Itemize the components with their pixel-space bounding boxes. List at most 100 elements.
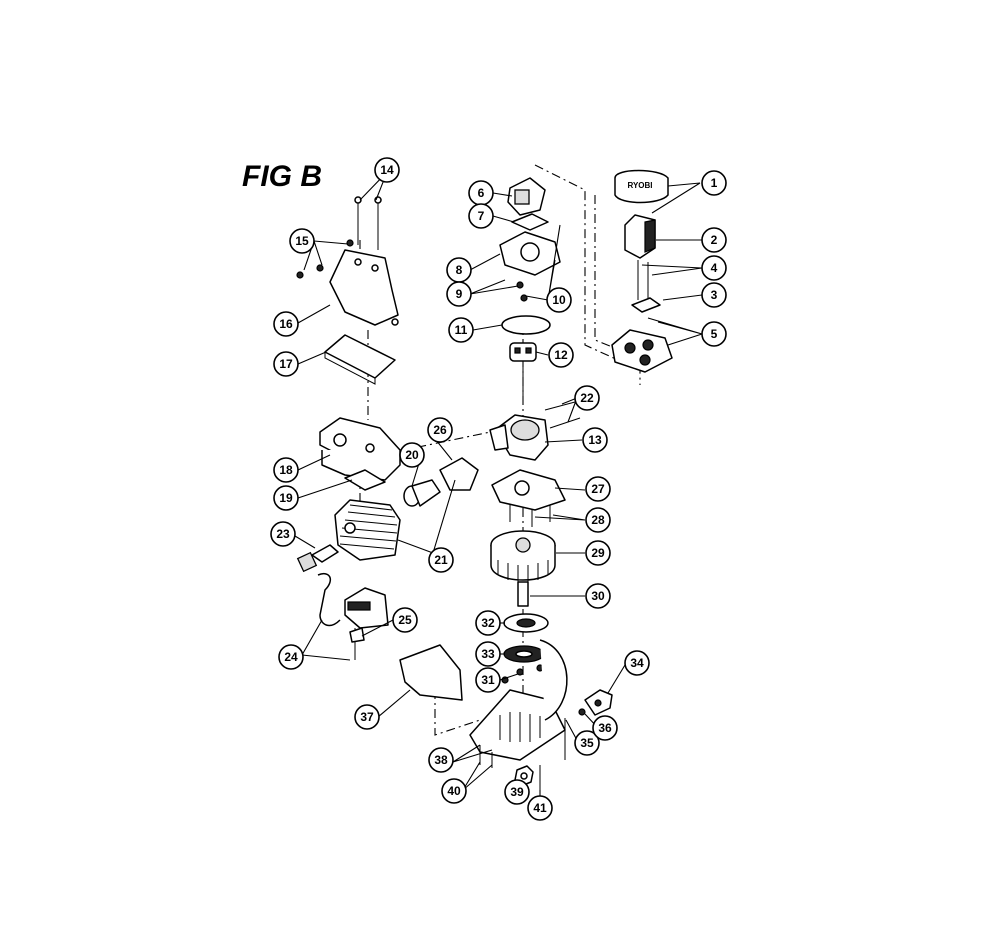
callout-24: 24 (278, 644, 304, 670)
part-18-muffler (319, 417, 401, 481)
callout-6: 6 (468, 180, 494, 206)
callout-33: 33 (475, 641, 501, 667)
callout-17: 17 (273, 351, 299, 377)
callout-22: 22 (574, 385, 600, 411)
callout-27: 27 (585, 476, 611, 502)
part-13-crankcase (489, 414, 549, 461)
svg-text:36: 36 (598, 721, 612, 735)
svg-text:20: 20 (405, 448, 419, 462)
callout-34: 34 (624, 650, 650, 676)
part-30-shaft (517, 581, 529, 607)
callout-1: 1 (701, 170, 727, 196)
svg-text:17: 17 (279, 357, 293, 371)
svg-text:19: 19 (279, 491, 293, 505)
callout-36: 36 (592, 715, 618, 741)
callout-15: 15 (289, 228, 315, 254)
svg-text:11: 11 (455, 323, 468, 337)
callout-30: 30 (585, 583, 611, 609)
callout-29: 29 (585, 540, 611, 566)
callout-28: 28 (585, 507, 611, 533)
svg-text:32: 32 (481, 616, 495, 630)
svg-text:25: 25 (398, 613, 412, 627)
part-6-carburetor (507, 177, 546, 216)
callout-40: 40 (441, 778, 467, 804)
part-14-screws (354, 196, 382, 250)
svg-text:1: 1 (711, 176, 718, 190)
svg-text:37: 37 (360, 710, 374, 724)
svg-text:40: 40 (447, 784, 461, 798)
part-17-bracket (324, 334, 396, 385)
svg-text:18: 18 (279, 463, 293, 477)
svg-text:15: 15 (295, 234, 309, 248)
svg-text:34: 34 (630, 656, 644, 670)
svg-text:24: 24 (284, 650, 298, 664)
part-24-ignition-coil (317, 573, 389, 660)
callout-21: 21 (428, 547, 454, 573)
callout-38: 38 (428, 747, 454, 773)
svg-text:41: 41 (533, 801, 547, 815)
svg-text:33: 33 (481, 647, 495, 661)
part-21-cylinder (334, 499, 401, 561)
figure-title: FIG B (242, 160, 322, 193)
svg-text:38: 38 (434, 753, 448, 767)
callout-10: 10 (546, 287, 572, 313)
callout-11: 11 (448, 317, 474, 343)
svg-text:35: 35 (580, 736, 594, 750)
callout-9: 9 (446, 281, 472, 307)
svg-text:3: 3 (711, 288, 718, 302)
part-12-piston (509, 342, 537, 405)
callout-23: 23 (270, 521, 296, 547)
callout-20: 20 (399, 442, 425, 468)
callout-16: 16 (273, 311, 299, 337)
svg-text:31: 31 (481, 673, 495, 687)
callout-13: 13 (582, 427, 608, 453)
part-34-plate (584, 689, 613, 716)
svg-text:28: 28 (591, 513, 605, 527)
callout-12: 12 (548, 342, 574, 368)
callout-4: 4 (701, 255, 727, 281)
svg-text:26: 26 (433, 423, 447, 437)
svg-text:30: 30 (591, 589, 605, 603)
part-37-guard (399, 644, 463, 701)
leader-lines (294, 171, 703, 806)
callout-37: 37 (354, 704, 380, 730)
callout-7: 7 (468, 203, 494, 229)
part-28-screws (509, 505, 551, 527)
callout-31: 31 (475, 667, 501, 693)
part-22-screws (544, 401, 581, 429)
svg-text:29: 29 (591, 546, 605, 560)
part-11-o-ring (501, 315, 551, 335)
part-33-bearing (503, 645, 545, 663)
callout-18: 18 (273, 457, 299, 483)
part-2-filter-element (624, 214, 656, 259)
svg-text:22: 22 (580, 391, 594, 405)
part-36-nut (578, 708, 586, 716)
cover-brand-mark: RYOBI (627, 181, 652, 190)
callout-19: 19 (273, 485, 299, 511)
part-10-crankcase-cover (499, 231, 561, 302)
callout-25: 25 (392, 607, 418, 633)
part-23-spark-plug (296, 544, 339, 573)
callout-8: 8 (446, 257, 472, 283)
svg-text:5: 5 (711, 327, 718, 341)
part-20-insulator (403, 479, 441, 507)
svg-text:9: 9 (456, 287, 463, 301)
callout-39: 39 (504, 779, 530, 805)
svg-text:23: 23 (276, 527, 290, 541)
callout-2: 2 (701, 227, 727, 253)
callout-5: 5 (701, 321, 727, 347)
svg-text:27: 27 (591, 482, 605, 496)
callout-41: 41 (527, 795, 553, 821)
callout-26: 26 (427, 417, 453, 443)
callout-3: 3 (701, 282, 727, 308)
part-7-gasket (511, 213, 549, 231)
callout-32: 32 (475, 610, 501, 636)
svg-text:12: 12 (554, 348, 568, 362)
part-32-hub (503, 613, 549, 633)
part-16-cylinder-cover (329, 249, 399, 326)
part-29-flywheel (490, 530, 556, 582)
callout-14: 14 (374, 157, 400, 183)
svg-text:6: 6 (478, 186, 485, 200)
part-19-gasket (344, 469, 386, 491)
